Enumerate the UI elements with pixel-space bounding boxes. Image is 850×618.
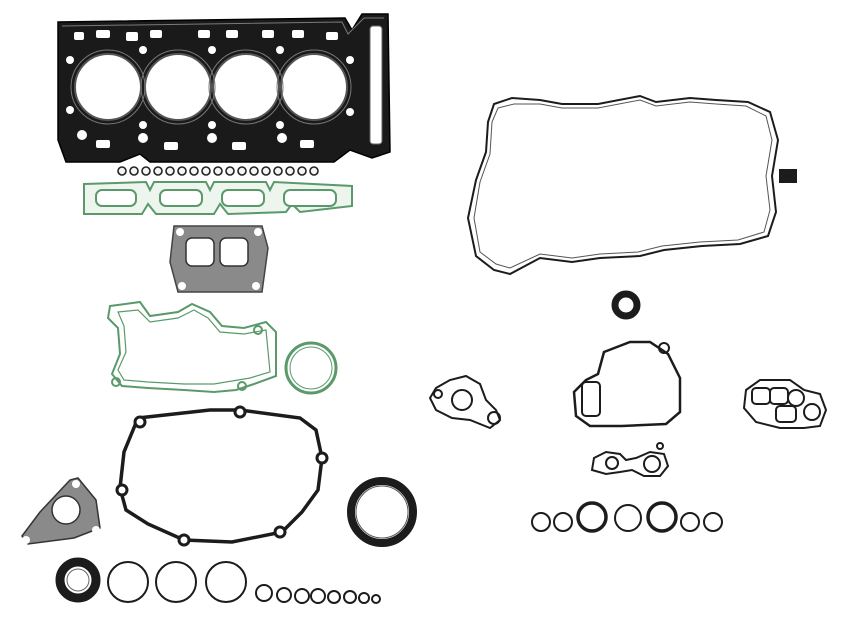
valve-stem-seals — [117, 166, 319, 176]
intake-manifold-gasket — [83, 180, 353, 216]
oil-cooler-gasket-left — [428, 374, 502, 430]
thermostat-o-ring — [284, 341, 338, 395]
front-crank-seal — [55, 557, 101, 603]
turbo-oil-line-gasket — [590, 442, 670, 477]
throttle-body-gasket — [169, 225, 269, 293]
timing-cover-gasket — [115, 405, 329, 547]
vacuum-pump-gasket — [21, 477, 101, 545]
oil-pan-gasket — [466, 94, 797, 276]
oil-cooler-gasket-right — [742, 379, 828, 429]
water-pump-gasket — [106, 300, 277, 394]
oil-filter-housing-gasket — [572, 340, 682, 428]
camshaft-seal — [611, 290, 641, 320]
cylinder-head-gasket — [57, 13, 391, 163]
o-ring-assortment — [107, 501, 723, 604]
rear-main-seal — [347, 477, 417, 547]
